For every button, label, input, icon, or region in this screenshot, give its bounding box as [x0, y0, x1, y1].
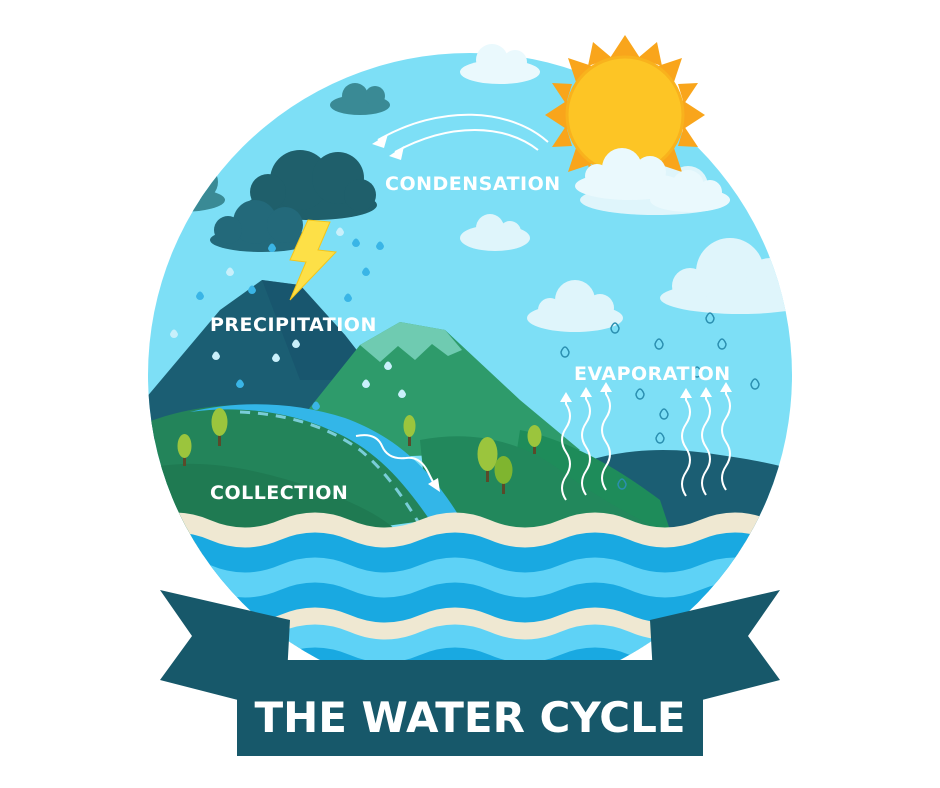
storm-cloud-icon [148, 164, 225, 212]
raindrop-icon [654, 338, 664, 350]
tree-icon [494, 456, 513, 494]
cloud-icon [575, 148, 685, 200]
raindrop-icon [236, 379, 244, 388]
evaporation-arrowheads [560, 382, 732, 402]
raindrop-icon [717, 338, 727, 350]
mountain-green [300, 322, 580, 460]
storm-cloud-icon [330, 83, 390, 115]
condensation-arrowheads [372, 134, 404, 160]
trees [177, 408, 542, 494]
tree-icon [177, 434, 192, 466]
tree-icon [403, 415, 416, 446]
precipitation-label: PRECIPITATION [210, 314, 377, 336]
cloud-icon [660, 238, 792, 314]
raindrop-icon [362, 267, 370, 276]
storm-cloud-icon [210, 200, 314, 252]
raindrop-icon [312, 401, 320, 410]
tree-icon [211, 408, 228, 446]
arrow-icon [560, 392, 572, 402]
raindrop-icon [398, 389, 406, 398]
evaporation-label: EVAPORATION [574, 363, 731, 385]
rain [170, 227, 406, 410]
arrow-icon [561, 396, 571, 501]
raindrop-icon [635, 388, 645, 400]
collection-label: COLLECTION [210, 482, 348, 504]
ribbon-icon [160, 590, 780, 756]
raindrop-icon [292, 339, 300, 348]
arrow-icon [581, 391, 591, 496]
raindrop-icon [248, 285, 256, 294]
raindrop-icon [362, 379, 370, 388]
raindrop-icon [610, 322, 620, 334]
cloud-icon [460, 214, 530, 251]
arrow-icon [721, 386, 731, 491]
evaporation-drops [560, 312, 760, 490]
arrow-icon [701, 391, 711, 496]
mountain-back-shade [262, 280, 380, 380]
lightning-icon [289, 219, 338, 301]
arrow-icon [680, 388, 692, 398]
raindrop-icon [655, 432, 665, 444]
cloud-icon [460, 44, 540, 84]
condensation-label: CONDENSATION [385, 173, 561, 195]
river-highlight [239, 410, 422, 526]
arrow-icon [355, 434, 437, 489]
arrow-icon [377, 113, 549, 143]
raindrop-icon [212, 351, 220, 360]
collection-arrow [355, 434, 440, 492]
raindrop-icon [560, 346, 570, 358]
condensation-arrows [377, 113, 549, 153]
raindrop-icon [272, 353, 280, 362]
arrow-icon [389, 146, 404, 160]
raindrop-icon [196, 291, 204, 300]
arrow-icon [720, 382, 732, 392]
raindrop-icon [692, 366, 702, 378]
arrow-icon [394, 129, 539, 153]
arrow-icon [428, 478, 440, 492]
raindrop-icon [336, 227, 344, 236]
raindrop-icon [170, 329, 178, 338]
evaporation-arrows [561, 386, 731, 501]
arrow-icon [372, 134, 388, 148]
arrow-icon [580, 387, 592, 397]
raindrop-icon [376, 241, 384, 250]
cloud-icon [650, 170, 730, 212]
raindrop-icon [352, 238, 360, 247]
tree-icon [527, 425, 542, 454]
arrow-icon [681, 392, 691, 497]
arrow-icon [600, 382, 612, 392]
tree-icon [477, 437, 498, 482]
mountain-snowcap [360, 322, 462, 362]
cloud-icon [527, 280, 623, 332]
raindrop-icon [226, 267, 234, 276]
raindrop-icon [659, 408, 669, 420]
raindrop-icon [617, 478, 627, 490]
ribbon-band [237, 660, 703, 756]
arrow-icon [700, 387, 712, 397]
title: THE WATER CYCLE [254, 693, 685, 742]
raindrop-icon [344, 293, 352, 302]
raindrop-icon [705, 312, 715, 324]
raindrop-icon [384, 361, 392, 370]
raindrop-icon [750, 378, 760, 390]
arrow-icon [601, 386, 611, 491]
raindrop-icon [268, 243, 276, 252]
